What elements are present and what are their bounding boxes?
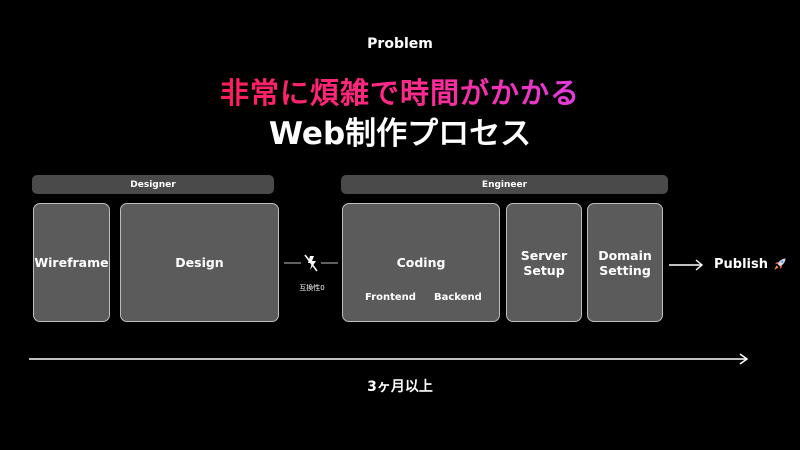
designer-group-bar: Designer (32, 175, 274, 194)
design-box: Design (120, 203, 279, 322)
coding-box: Coding Frontend Backend (342, 203, 500, 322)
subheadline: Web制作プロセス (268, 116, 532, 152)
section-label: Problem (367, 36, 433, 52)
broken-connector: 互換性0 (281, 250, 343, 292)
headline-text: 非常に煩雑で時間がかかる (219, 76, 580, 110)
timeline-arrow (29, 353, 749, 365)
domain-setting-box: Domain Setting (587, 203, 663, 322)
broken-link-graphic (284, 254, 338, 272)
rocket-icon (774, 258, 786, 270)
engineer-group-bar: Engineer (341, 175, 668, 194)
publish-arrow (669, 259, 704, 271)
frontend-label: Frontend (365, 292, 416, 303)
no-plug-icon (304, 254, 318, 272)
publish-step: Publish (714, 256, 788, 272)
duration-label: 3ヶ月以上 (367, 379, 433, 395)
backend-label: Backend (434, 292, 482, 303)
headline: 非常に煩雑で時間がかかる (0, 70, 800, 112)
coding-label: Coding (396, 255, 446, 270)
compatibility-note: 互換性0 (299, 284, 325, 292)
wireframe-box: Wireframe (33, 203, 110, 322)
publish-label: Publish (714, 256, 768, 272)
server-setup-box: Server Setup (506, 203, 582, 322)
